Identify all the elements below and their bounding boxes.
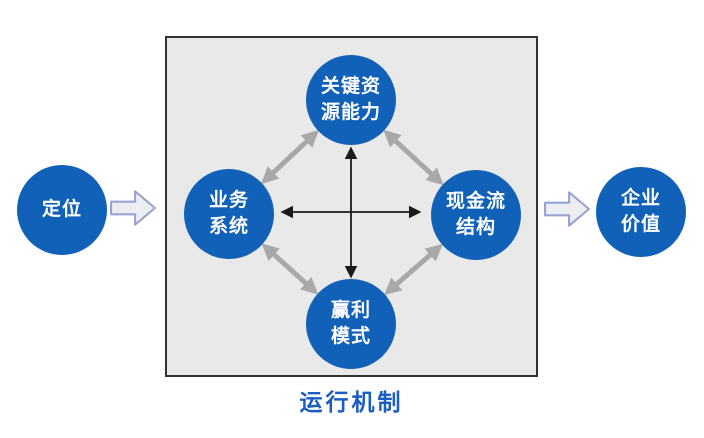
flow-arrow-out-of-box-shape (544, 191, 590, 227)
flow-arrow-into-box-shape (110, 190, 156, 226)
node-profit-model-label: 赢利 模式 (330, 300, 371, 347)
connector-top-right (383, 129, 444, 186)
box-caption: 运行机制 (299, 389, 404, 415)
node-profit-model: 赢利 模式 (306, 279, 396, 369)
flow-arrow-into-box-icon (110, 190, 156, 226)
connector-bottom-left (261, 243, 319, 295)
node-key-resources: 关键资 源能力 (306, 55, 396, 145)
node-positioning: 定位 (17, 165, 107, 255)
node-cash-flow-structure: 现金流 结构 (431, 170, 521, 260)
connector-left-top (261, 129, 319, 185)
node-enterprise-value-label: 企业 价值 (620, 188, 661, 235)
flow-arrow-out-of-box-icon (544, 191, 590, 227)
connector-layer (261, 129, 444, 296)
connector-right-bottom (384, 243, 443, 296)
node-key-resources-label: 关键资 源能力 (320, 76, 381, 123)
node-positioning-label: 定位 (41, 199, 82, 220)
node-cash-flow-structure-label: 现金流 结构 (445, 191, 506, 238)
node-enterprise-value: 企业 价值 (596, 167, 686, 257)
node-business-system: 业务 系统 (184, 169, 274, 259)
mechanism-box: 关键资 源能力 业务 系统 现金流 结构 赢利 模式 (165, 36, 538, 377)
node-business-system-label: 业务 系统 (208, 190, 249, 237)
